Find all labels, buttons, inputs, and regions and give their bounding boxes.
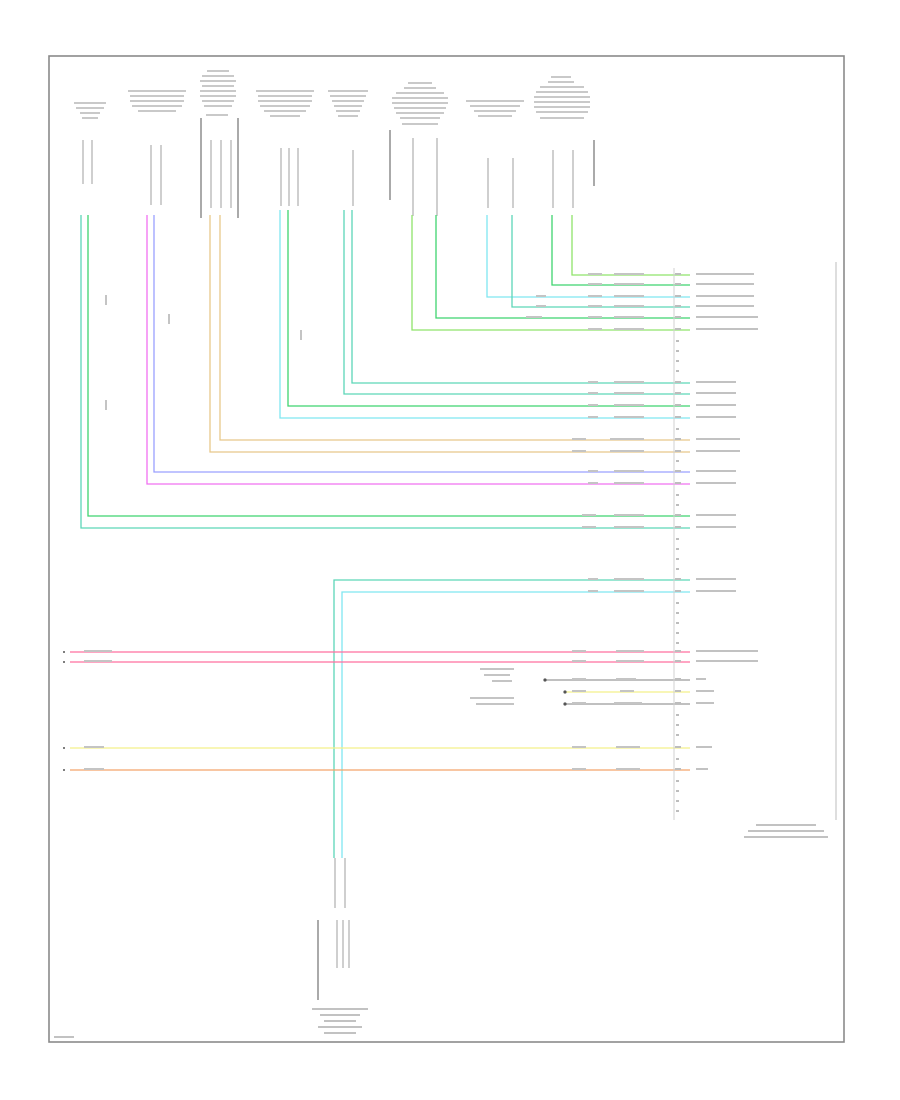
wire (279, 210, 690, 419)
label-blocks (74, 70, 590, 125)
wire (571, 215, 690, 276)
wire-labels (84, 273, 644, 770)
wire (341, 591, 690, 858)
diagram-border (48, 55, 845, 1043)
component-brackets (200, 118, 595, 1000)
wire (219, 215, 690, 441)
footer-code-block (54, 1036, 74, 1038)
pin-labels (82, 138, 574, 968)
wire (146, 215, 690, 485)
wire (351, 210, 690, 384)
module-connector (673, 262, 837, 838)
wire (209, 215, 690, 453)
wire (153, 215, 690, 473)
wire (435, 215, 690, 319)
wire (80, 215, 690, 529)
bottom-label-blocks (312, 1008, 368, 1034)
wire (87, 215, 690, 517)
splice-markers (63, 651, 567, 771)
wire (287, 210, 690, 407)
wire (343, 210, 690, 395)
wire (333, 579, 690, 858)
wires (70, 210, 690, 858)
